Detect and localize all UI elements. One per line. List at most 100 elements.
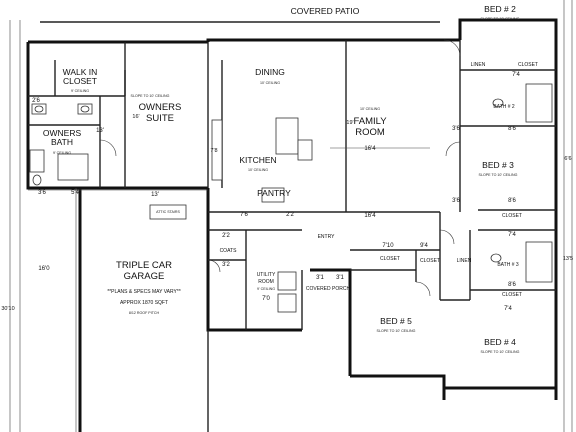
bed4-dim-a: 7'4 bbox=[504, 306, 512, 312]
owners-bath-note: 9' CEILING bbox=[53, 151, 71, 155]
door-swings bbox=[99, 39, 461, 297]
bed5-label: BED # 5 bbox=[380, 316, 412, 326]
bed4-note: SLOPE TO 10' CEILING bbox=[481, 350, 520, 354]
shower-icon bbox=[57, 153, 89, 181]
garage-dim-horizontal: 16'0 bbox=[38, 266, 50, 272]
closet-a-label: CLOSET bbox=[518, 62, 538, 68]
owners-dim-top: 13' bbox=[96, 128, 104, 134]
family-dim-height: 19' bbox=[346, 120, 353, 126]
family-dim-bottom: 16'4 bbox=[364, 213, 376, 219]
door-bath-icon bbox=[99, 139, 117, 157]
door-bed2-icon bbox=[443, 39, 461, 57]
attic-stairs-label: ATTIC STAIRS bbox=[156, 210, 180, 214]
utility-dim-b: 3'2 bbox=[222, 262, 230, 268]
range-icon bbox=[297, 139, 313, 161]
bath3-dim-a: 7'4 bbox=[508, 232, 516, 238]
top-patio-region: COVERED PATIO bbox=[9, 0, 573, 432]
toilet-icon bbox=[32, 174, 42, 186]
attic-stairs-icon bbox=[149, 204, 187, 220]
door-utility-icon bbox=[207, 259, 221, 273]
garage-sqft-label: APPROX 1870 SQFT bbox=[120, 300, 168, 306]
kitchen-counter-icon bbox=[211, 119, 223, 181]
outer-walls bbox=[26, 18, 558, 432]
owners-suite-note: SLOPE TO 10' CEILING bbox=[131, 94, 170, 98]
bath2-tub-icon bbox=[525, 83, 553, 123]
right-bedrooms: BED # 2 SLOPE TO 10' CEILING CLOSET BATH… bbox=[439, 4, 556, 354]
entry-label: ENTRY bbox=[318, 234, 336, 240]
walk-in-closet-note: 9' CEILING bbox=[71, 89, 89, 93]
bed2-note: SLOPE TO 10' CEILING bbox=[481, 17, 520, 21]
covered-patio-label: COVERED PATIO bbox=[291, 6, 360, 16]
owners-dim-left: 2'6 bbox=[32, 98, 40, 104]
bath2-label: BATH # 2 bbox=[493, 104, 515, 110]
bed5-note: SLOPE TO 10' CEILING bbox=[377, 329, 416, 333]
garage-pitch-label: 8/12 ROOF PITCH bbox=[129, 311, 160, 315]
garage-plans-note: **PLANS & SPECS MAY VARY** bbox=[107, 289, 181, 295]
bed5-entry-zone: CLOSET CLOSET BED # 5 SLOPE TO 10' CEILI… bbox=[301, 234, 470, 333]
bed3-dim-a: 8'6 bbox=[508, 198, 516, 204]
closet-d-label: CLOSET bbox=[380, 256, 400, 262]
kitchen-note: 10' CEILING bbox=[248, 168, 268, 172]
dining-label: DINING bbox=[255, 67, 285, 77]
kitchen-label: KITCHEN bbox=[239, 155, 276, 165]
garage-dim-vertical: 30'10 bbox=[1, 306, 14, 312]
tub-icon bbox=[29, 149, 45, 173]
closet-b-label: CLOSET bbox=[502, 213, 522, 219]
bath3-label: BATH # 3 bbox=[497, 262, 519, 268]
utility-dim-a: 2'2 bbox=[222, 233, 230, 239]
linen-a-label: LINEN bbox=[471, 62, 486, 68]
door-bed3-icon bbox=[445, 141, 461, 157]
owners-dim-split-b: 5'4 bbox=[71, 190, 79, 196]
bed5-dim-b: 9'4 bbox=[420, 243, 428, 249]
bath2-dim-a: 7'4 bbox=[512, 72, 520, 78]
living-zone: DINING 10' CEILING KITCHEN 10' CEILING P… bbox=[207, 40, 440, 219]
bath3-dim-b: 8'6 bbox=[508, 282, 516, 288]
kitchen-dim-small: 7'6 bbox=[240, 212, 248, 218]
bed2-label: BED # 2 bbox=[484, 4, 516, 14]
bath3-toilet-icon bbox=[490, 253, 502, 263]
bath2-dim-c: 3'6 bbox=[452, 126, 460, 132]
kitchen-island-icon bbox=[275, 117, 299, 155]
right-dim-a: 6'6 bbox=[564, 156, 571, 162]
porch-dim-b: 3'1 bbox=[336, 275, 344, 281]
pantry-icon bbox=[261, 187, 285, 203]
utility-dim-c: 7'0 bbox=[262, 296, 270, 302]
bath2-dim-b: 8'6 bbox=[508, 126, 516, 132]
pantry-label: PANTRY bbox=[257, 188, 291, 198]
bath2-toilet-icon bbox=[492, 98, 504, 108]
kitchen-dim-side: 7'8 bbox=[210, 148, 217, 154]
family-dim-width: 16'4 bbox=[364, 146, 376, 152]
kitchen-dim-small-b: 2'2 bbox=[286, 212, 294, 218]
linen-b-label: LINEN bbox=[457, 258, 472, 264]
bed3-dim-b: 3'6 bbox=[452, 198, 460, 204]
owners-dim-split-a: 3'6 bbox=[38, 190, 46, 196]
family-room-note: 10' CEILING bbox=[360, 107, 380, 111]
bed3-note: SLOPE TO 10' CEILING bbox=[479, 173, 518, 177]
bed5-dim-a: 7'10 bbox=[382, 243, 394, 249]
covered-porch-label: COVERED PORCH bbox=[306, 286, 351, 292]
bed4-label: BED # 4 bbox=[484, 337, 516, 347]
bath3-tub-icon bbox=[525, 241, 553, 283]
dining-note: 10' CEILING bbox=[260, 81, 280, 85]
closet-c-label: CLOSET bbox=[502, 292, 522, 298]
owners-dim-bottom: 13' bbox=[151, 192, 159, 198]
washer-icon bbox=[277, 271, 297, 291]
closet-e-label: CLOSET bbox=[420, 258, 440, 264]
dryer-icon bbox=[277, 293, 297, 313]
coats-label: COATS bbox=[220, 248, 238, 254]
door-bed5-icon bbox=[415, 281, 431, 297]
right-dim-b: 13'5 bbox=[563, 256, 573, 262]
door-bath3-icon bbox=[439, 229, 455, 245]
bed3-label: BED # 3 bbox=[482, 160, 514, 170]
porch-dim-a: 3'1 bbox=[316, 275, 324, 281]
